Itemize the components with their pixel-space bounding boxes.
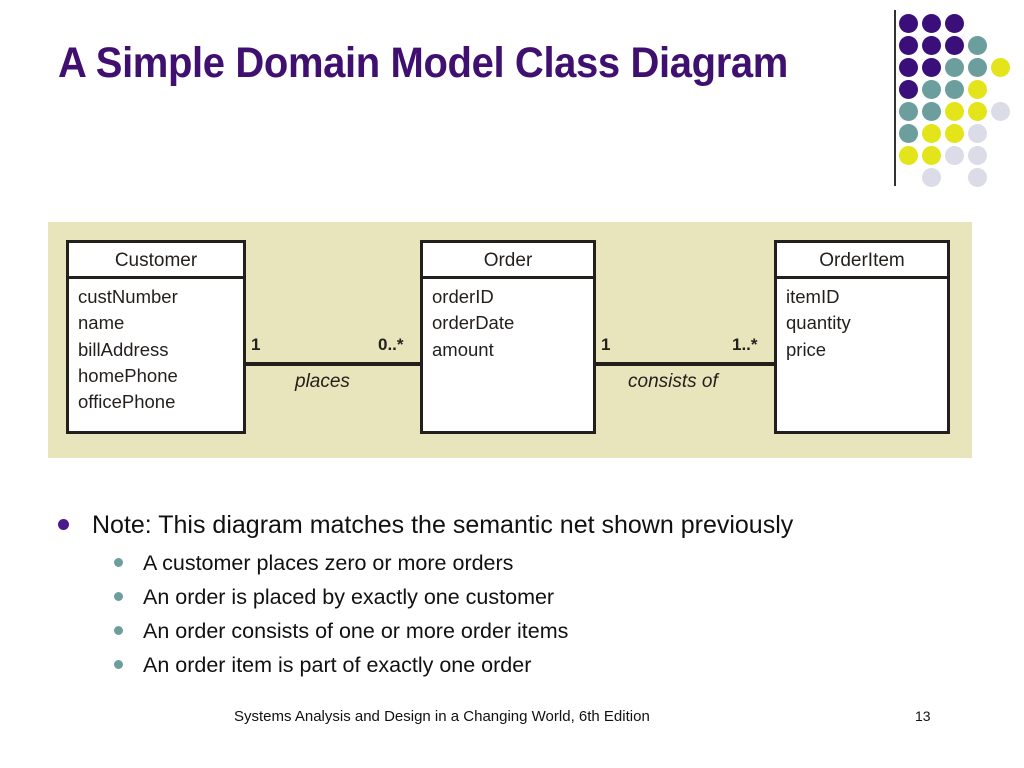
class-box-customer[interactable]: Customer custNumber name billAddress hom… <box>66 240 246 434</box>
bullet-dot-icon <box>58 519 69 530</box>
logo-dot-lightgray <box>922 168 941 187</box>
logo-dot-yellow <box>945 102 964 121</box>
logo-dot-teal <box>922 102 941 121</box>
class-box-order[interactable]: Order orderID orderDate amount <box>420 240 596 434</box>
list-item-label: An order consists of one or more order i… <box>143 619 569 643</box>
list-item-label: An order is placed by exactly one custom… <box>143 585 555 609</box>
class-diagram-panel: Customer custNumber name billAddress hom… <box>48 222 972 458</box>
association-line-places <box>243 362 423 366</box>
attribute: name <box>78 312 125 334</box>
class-attributes-orderitem: itemID quantity price <box>777 279 947 363</box>
list-item-label: A customer places zero or more orders <box>143 551 514 575</box>
association-label-consists-of: consists of <box>628 371 718 392</box>
logo-dot-teal <box>922 80 941 99</box>
association-line-consists-of <box>593 362 777 366</box>
logo-dot-purple <box>899 14 918 33</box>
logo-dot-yellow <box>991 58 1010 77</box>
logo-dot-teal <box>968 58 987 77</box>
multiplicity-orderitem-consists-of: 1..* <box>732 335 758 354</box>
logo-dot-teal <box>945 80 964 99</box>
logo-dot-purple <box>922 14 941 33</box>
attribute: billAddress <box>78 338 169 360</box>
list-item: A customer places zero or more orders <box>52 548 952 579</box>
list-item: An order consists of one or more order i… <box>52 616 952 647</box>
logo-dot-lightgray <box>945 146 964 165</box>
attribute: amount <box>432 338 494 360</box>
logo-vertical-rule <box>894 10 896 186</box>
class-attributes-customer: custNumber name billAddress homePhone of… <box>69 279 243 415</box>
association-label-places: places <box>295 371 350 392</box>
multiplicity-customer-places: 1 <box>251 335 261 354</box>
class-name-customer: Customer <box>69 243 243 279</box>
logo-dot-lightgray <box>991 102 1010 121</box>
logo-dot-teal <box>968 36 987 55</box>
attribute: price <box>786 338 827 360</box>
class-box-orderitem[interactable]: OrderItem itemID quantity price <box>774 240 950 434</box>
multiplicity-order-consists-of: 1 <box>601 335 611 354</box>
bullet-dot-icon <box>114 558 123 567</box>
logo-dot-yellow <box>922 146 941 165</box>
logo-dot-yellow <box>945 124 964 143</box>
list-item: An order item is part of exactly one ord… <box>52 650 952 681</box>
logo-dot-lightgray <box>968 146 987 165</box>
footer-source-text: Systems Analysis and Design in a Changin… <box>234 708 650 725</box>
logo-dot-teal <box>899 102 918 121</box>
logo-dot-teal <box>945 58 964 77</box>
logo-dot-lightgray <box>968 124 987 143</box>
bullet-dot-icon <box>114 626 123 635</box>
logo-dot-lightgray <box>968 168 987 187</box>
class-name-orderitem: OrderItem <box>777 243 947 279</box>
attribute: custNumber <box>78 286 178 307</box>
bullet-dot-icon <box>114 592 123 601</box>
list-item: Note: This diagram matches the semantic … <box>52 508 952 542</box>
logo-dot-purple <box>945 36 964 55</box>
logo-dot-purple <box>945 14 964 33</box>
logo-dot-purple <box>899 80 918 99</box>
logo-dot-teal <box>899 124 918 143</box>
class-name-order: Order <box>423 243 593 279</box>
attribute: orderID <box>432 286 494 307</box>
logo-dot-purple <box>922 36 941 55</box>
attribute: officePhone <box>78 391 176 413</box>
list-item: An order is placed by exactly one custom… <box>52 582 952 613</box>
logo-dot-purple <box>922 58 941 77</box>
logo-dot-yellow <box>968 102 987 121</box>
footer-page-number: 13 <box>915 708 931 724</box>
class-attributes-order: orderID orderDate amount <box>423 279 593 363</box>
attribute: quantity <box>786 312 851 334</box>
attribute: itemID <box>786 286 840 307</box>
list-item-label: An order item is part of exactly one ord… <box>143 653 532 677</box>
list-item-label: Note: This diagram matches the semantic … <box>92 511 794 539</box>
logo-dot-yellow <box>922 124 941 143</box>
page-title: A Simple Domain Model Class Diagram <box>58 39 788 87</box>
bullet-list: Note: This diagram matches the semantic … <box>52 508 952 684</box>
decorative-dot-grid <box>899 14 1019 189</box>
logo-dot-purple <box>899 58 918 77</box>
attribute: homePhone <box>78 364 178 386</box>
multiplicity-order-places: 0..* <box>378 335 404 354</box>
bullet-dot-icon <box>114 660 123 669</box>
attribute: orderDate <box>432 312 515 334</box>
logo-dot-yellow <box>968 80 987 99</box>
logo-dot-purple <box>899 36 918 55</box>
logo-dot-yellow <box>899 146 918 165</box>
